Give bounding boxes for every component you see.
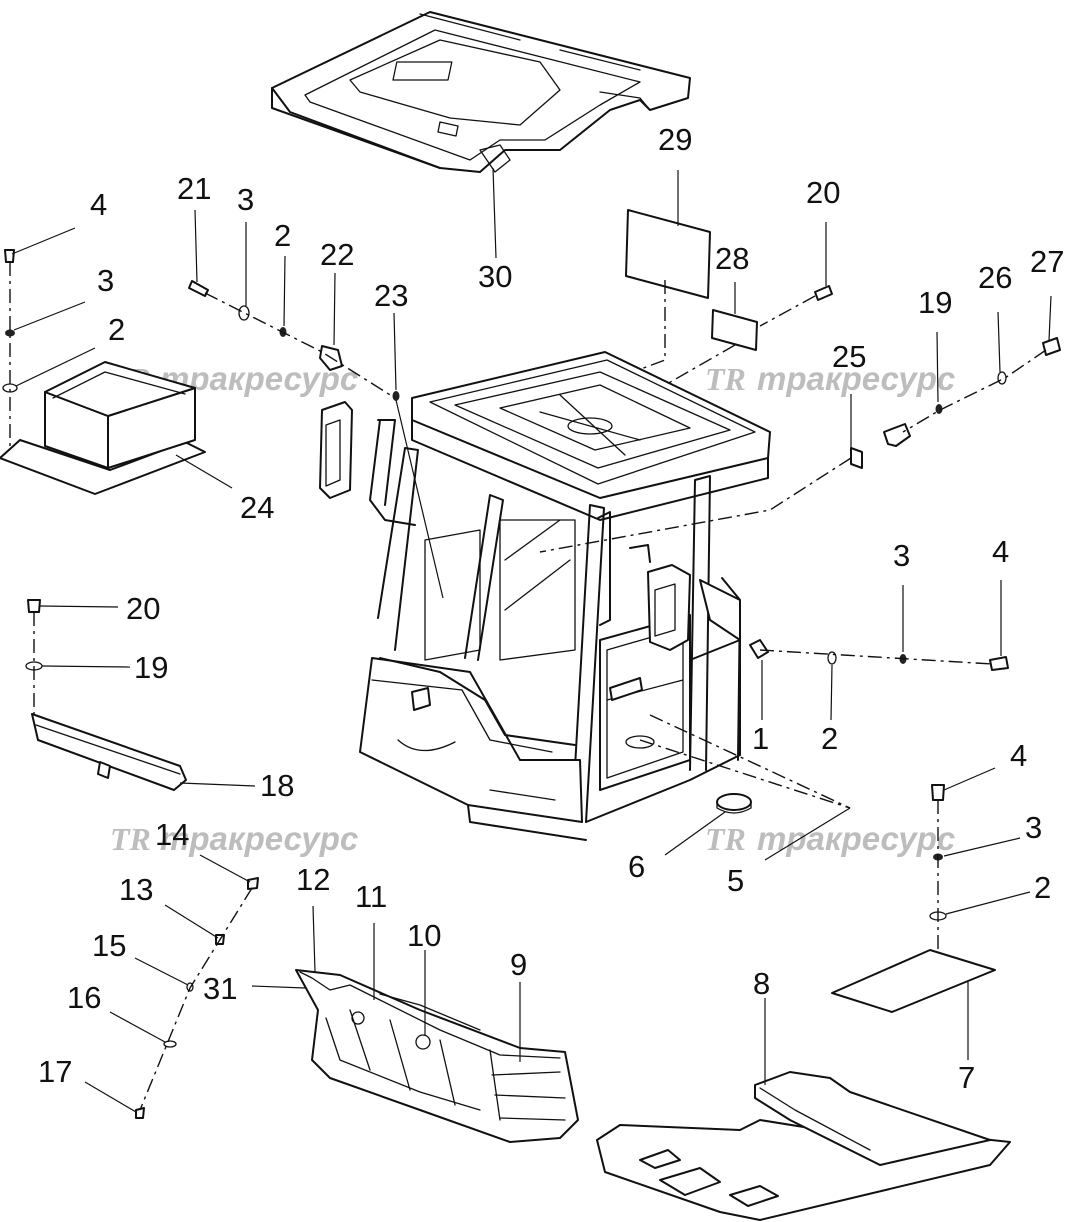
callout-29: 29 bbox=[658, 122, 692, 157]
callout-2b: 2 bbox=[108, 312, 125, 347]
callout-3a: 3 bbox=[237, 182, 254, 217]
part-6-plug bbox=[664, 793, 752, 856]
callout-19a: 19 bbox=[918, 285, 952, 320]
callout-20b: 20 bbox=[126, 591, 160, 626]
fastener-group-left-box bbox=[2, 227, 96, 460]
callout-26: 26 bbox=[978, 260, 1012, 295]
watermark-text: тракресурс bbox=[757, 820, 955, 857]
callout-13: 13 bbox=[119, 872, 153, 907]
watermark-logo: TR bbox=[705, 821, 746, 857]
watermark-4: TR тракресурс bbox=[705, 820, 955, 857]
part-29-label-plate bbox=[624, 170, 711, 376]
parts-9-12-interior-trim bbox=[251, 905, 579, 1143]
part-7-floor-plate bbox=[831, 949, 996, 1060]
callout-19b: 19 bbox=[134, 650, 168, 685]
watermark-logo: TR bbox=[705, 361, 746, 397]
fastener-group-upper-right bbox=[539, 222, 1061, 553]
callout-3d: 3 bbox=[1025, 810, 1042, 845]
callout-3c: 3 bbox=[893, 538, 910, 573]
callout-7: 7 bbox=[958, 1060, 975, 1095]
callout-27: 27 bbox=[1030, 244, 1064, 279]
callout-18: 18 bbox=[260, 768, 294, 803]
callout-6: 6 bbox=[628, 849, 645, 884]
callout-2a: 2 bbox=[274, 218, 291, 253]
fastener-group-right-side bbox=[749, 580, 1009, 721]
fastener-group-lower-left bbox=[84, 854, 259, 1119]
callout-8: 8 bbox=[753, 966, 770, 1001]
callout-10: 10 bbox=[407, 918, 441, 953]
watermark-3: TR тракресурс bbox=[110, 820, 358, 857]
callout-15: 15 bbox=[92, 928, 126, 963]
callout-22: 22 bbox=[320, 237, 354, 272]
watermark-logo: TR bbox=[110, 821, 151, 857]
callout-12: 12 bbox=[296, 862, 330, 897]
callout-labels: 30 29 28 20 21 3 2 22 23 4 3 2 24 19 26 … bbox=[38, 122, 1064, 1095]
callout-25: 25 bbox=[832, 339, 866, 374]
part-5-leader bbox=[639, 714, 851, 861]
callout-2d: 2 bbox=[1034, 870, 1051, 905]
callout-20a: 20 bbox=[806, 175, 840, 210]
callout-4b: 4 bbox=[992, 534, 1009, 569]
callout-31: 31 bbox=[203, 971, 237, 1006]
callout-30: 30 bbox=[478, 259, 512, 294]
fastener-group-upper-left bbox=[188, 209, 444, 599]
part-18-trim-strip bbox=[31, 713, 256, 791]
part-24-sheet-metal-box bbox=[0, 361, 233, 495]
callout-21: 21 bbox=[177, 171, 211, 206]
callout-28: 28 bbox=[715, 241, 749, 276]
callout-4c: 4 bbox=[1010, 738, 1027, 773]
callout-9: 9 bbox=[510, 947, 527, 982]
part-30-roof-panel bbox=[271, 11, 691, 259]
callout-24: 24 bbox=[240, 490, 274, 525]
fastener-group-trim-strip bbox=[25, 599, 131, 720]
watermark-text: тракресурс bbox=[757, 360, 955, 397]
callout-11: 11 bbox=[355, 879, 387, 914]
watermark-2: TR тракресурс bbox=[705, 360, 955, 397]
callout-5: 5 bbox=[727, 863, 744, 898]
callout-14: 14 bbox=[155, 817, 189, 852]
main-cab bbox=[319, 351, 771, 841]
callout-4a: 4 bbox=[90, 187, 107, 222]
callout-2c: 2 bbox=[821, 721, 838, 756]
callout-23: 23 bbox=[374, 278, 408, 313]
part-8-floor-mat bbox=[596, 998, 1011, 1221]
callout-1: 1 bbox=[752, 721, 769, 756]
watermark-text: тракресурс bbox=[160, 820, 358, 857]
callout-3b: 3 bbox=[97, 263, 114, 298]
fastener-group-right-plate bbox=[929, 767, 1031, 955]
callout-16: 16 bbox=[67, 980, 101, 1015]
part-28-label-plate bbox=[659, 282, 758, 389]
callout-17: 17 bbox=[38, 1054, 72, 1089]
